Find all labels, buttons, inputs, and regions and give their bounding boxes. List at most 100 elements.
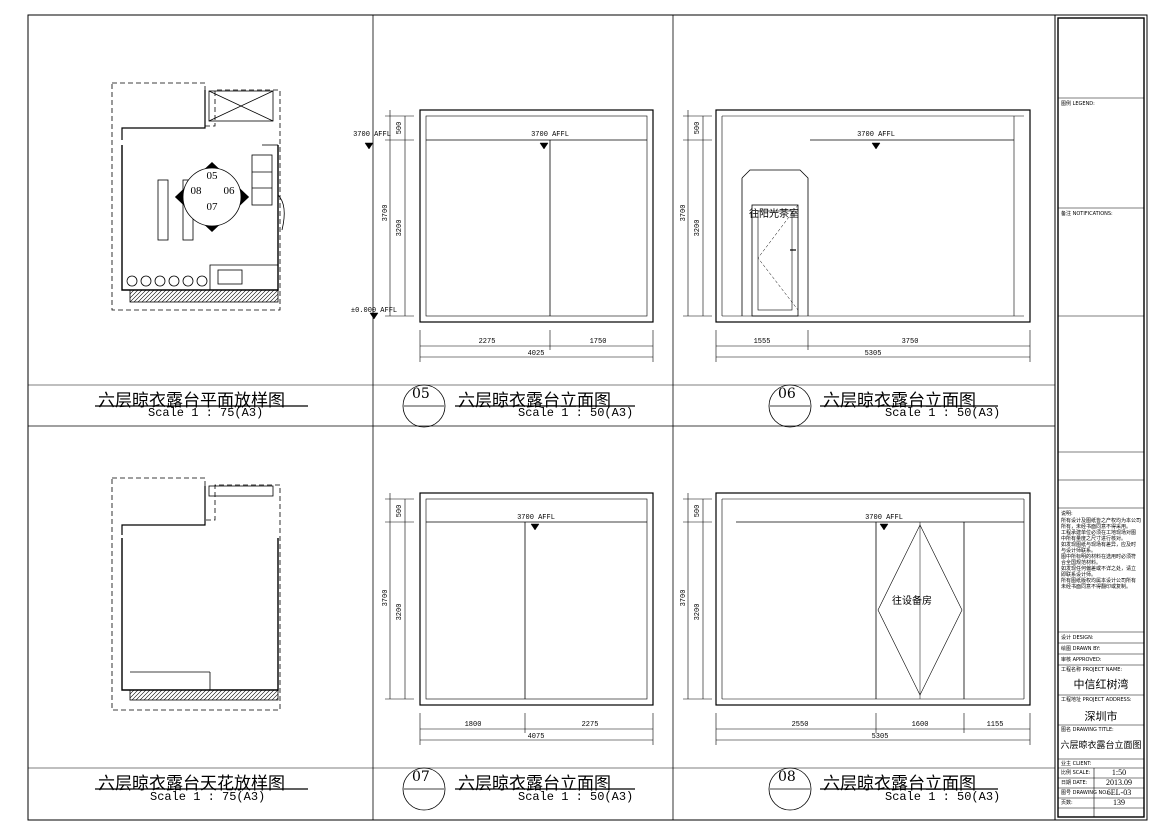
dim-v-07-total: 3700 (382, 590, 390, 607)
dim-v-08-top: 500 (694, 505, 702, 518)
dim-v-06-top: 500 (694, 122, 702, 135)
floor-plan (111, 82, 285, 311)
sheet-frame (27, 14, 1148, 821)
tb-client-label: 业主 CLIENT: (1061, 761, 1092, 767)
dim-v-05-mid: 3200 (396, 220, 404, 237)
dim-h-07-total: 4075 (528, 733, 545, 741)
tb-scale-value: 1:50 (1111, 768, 1127, 777)
level-inner-07: 3700 AFFL (517, 514, 555, 522)
dim-h-05-1: 2275 (479, 338, 496, 346)
marker-07: 07 (207, 201, 219, 213)
dim-v-05-top: 500 (396, 122, 404, 135)
tb-drawn-label: 绘图 DRAWN BY: (1061, 646, 1101, 652)
elevation-06 (683, 109, 1031, 362)
panel-05-labels: 3700 AFFL 3700 AFFL ±0.000 AFFL 2275 175… (351, 122, 607, 358)
plan-marker-labels: 05 06 07 08 (191, 170, 236, 213)
tb-explain-line: 中所有量度之尺寸进行核对。 (1061, 536, 1127, 542)
tb-scale-label: 比例 SCALE: (1061, 770, 1091, 776)
scale-p5: Scale 1 : 50(A3) (518, 790, 634, 804)
dim-h-07-1: 1800 (465, 721, 482, 729)
scale-p6: Scale 1 : 50(A3) (885, 790, 1001, 804)
dim-v-08-mid: 3200 (694, 604, 702, 621)
tb-explain-line: 如发现任何偏差或不详之处，请立 (1061, 566, 1137, 572)
level-inner-05: 3700 AFFL (531, 131, 569, 139)
tb-drawing-title-label: 图名 DRAWING TITLE: (1061, 727, 1114, 733)
panel-07-labels: 3700 AFFL 1800 2275 4075 500 3700 3200 (382, 505, 598, 741)
dim-h-08-1: 2550 (792, 721, 809, 729)
title-p3: 六层晾衣露台立面图 (823, 391, 976, 411)
title-p2: 六层晾衣露台立面图 (458, 391, 611, 411)
number-p6: 08 (778, 769, 796, 785)
number-p5: 07 (412, 769, 430, 785)
tb-explain-line: 如发现图纸与现场有差异，应及时 (1061, 542, 1137, 548)
dim-horizontal-05 (419, 330, 654, 362)
tb-project-label: 工程名称 PROJECT NAME: (1061, 667, 1123, 673)
scale-p1: Scale 1 : 75(A3) (148, 406, 264, 420)
level-inner-08: 3700 AFFL (865, 514, 903, 522)
tb-explain-line: 合全国规范材料。 (1061, 560, 1102, 566)
elevation-marker (174, 161, 250, 233)
dim-vertical-05 (385, 110, 414, 317)
door-label-06: 往阳光茶室 (749, 207, 799, 220)
tb-project-name: 中信红树湾 (1073, 679, 1129, 691)
dim-v-07-top: 500 (396, 505, 404, 518)
panel-08-labels: 3700 AFFL 2550 1600 1155 5305 500 3700 3… (680, 505, 1003, 741)
dim-h-06-total: 5305 (865, 350, 882, 358)
level-inner-06: 3700 AFFL (857, 131, 895, 139)
tb-explain-line: 所有，未经书面同意不得采用。 (1061, 524, 1132, 530)
elevation-08 (683, 492, 1031, 745)
number-p2: 05 (412, 386, 430, 402)
elevation-07 (385, 492, 654, 745)
tb-date-label: 日期 DATE: (1061, 780, 1088, 786)
title-p1: 六层晾衣露台平面放样图 (98, 391, 285, 411)
tb-explain-list: 所有设计及图纸皆之产权均为本公司 所有，未经书面同意不得采用。 工程承建单位必须… (1061, 518, 1143, 590)
dim-v-05-total: 3700 (382, 205, 390, 222)
tb-explain-label: 说明: (1061, 511, 1073, 517)
tb-date-value: 2013.09 (1106, 778, 1132, 787)
dim-h-07-2: 2275 (582, 721, 599, 729)
dim-h-08-3: 1155 (987, 721, 1004, 729)
title-p6: 六层晾衣露台立面图 (823, 774, 976, 794)
tb-explain-line: 即联系设计师。 (1061, 572, 1097, 578)
tb-explain-line: 图中所标明的材料在选用时必须符 (1061, 554, 1137, 560)
tb-explain-line: 所有设计及图纸皆之产权均为本公司 (1061, 518, 1142, 524)
tb-explain-line: 未经书面同意不得翻印或复制。 (1061, 584, 1132, 590)
marker-06: 06 (224, 185, 236, 197)
dim-h-08-2: 1600 (912, 721, 929, 729)
tb-notes-label: 备注 NOTIFICATIONS: (1061, 211, 1113, 217)
tb-address-label: 工程地址 PROJECT ADDRESS: (1061, 697, 1132, 703)
level-top-05: 3700 AFFL (353, 131, 391, 139)
dim-v-08-total: 3700 (680, 590, 688, 607)
tb-design-label: 设计 DESIGN: (1061, 635, 1094, 641)
dim-h-05-2: 1750 (590, 338, 607, 346)
scale-p3: Scale 1 : 50(A3) (885, 406, 1001, 420)
elevation-05 (364, 109, 654, 362)
scale-p2: Scale 1 : 50(A3) (518, 406, 634, 420)
tb-page-no: 139 (1113, 798, 1125, 807)
title-block-lines (1058, 97, 1144, 817)
door-label-08: 往设备房 (892, 594, 932, 607)
ceiling-plan (111, 477, 281, 711)
dim-v-06-mid: 3200 (694, 220, 702, 237)
marker-05: 05 (207, 170, 219, 182)
plant-row (126, 275, 208, 287)
number-p3: 06 (778, 386, 796, 402)
tb-address: 深圳市 (1084, 711, 1118, 723)
marker-08: 08 (191, 185, 203, 197)
tb-legend-label: 图例 LEGEND: (1061, 101, 1095, 107)
tb-explain-line: 与设计师联系。 (1061, 548, 1097, 554)
panel-06-labels: 3700 AFFL 1555 3750 5305 500 3700 3200 往… (680, 122, 918, 358)
tb-drawing-no-label: 图号 DRAWING NO.: (1061, 790, 1110, 796)
scale-p4: Scale 1 : 75(A3) (150, 790, 266, 804)
tb-explain-line: 工程承建单位必须在工地现场对图 (1061, 530, 1137, 536)
dim-h-05-total: 4025 (528, 350, 545, 358)
dim-h-06-2: 3750 (902, 338, 919, 346)
level-bottom-05: ±0.000 AFFL (351, 307, 397, 315)
title-underlines (95, 384, 998, 811)
dim-v-06-total: 3700 (680, 205, 688, 222)
tb-page-label: 页数: (1061, 800, 1073, 806)
title-p4: 六层晾衣露台天花放样图 (98, 774, 285, 794)
dim-h-06-1: 1555 (754, 338, 771, 346)
dim-v-07-mid: 3200 (396, 604, 404, 621)
